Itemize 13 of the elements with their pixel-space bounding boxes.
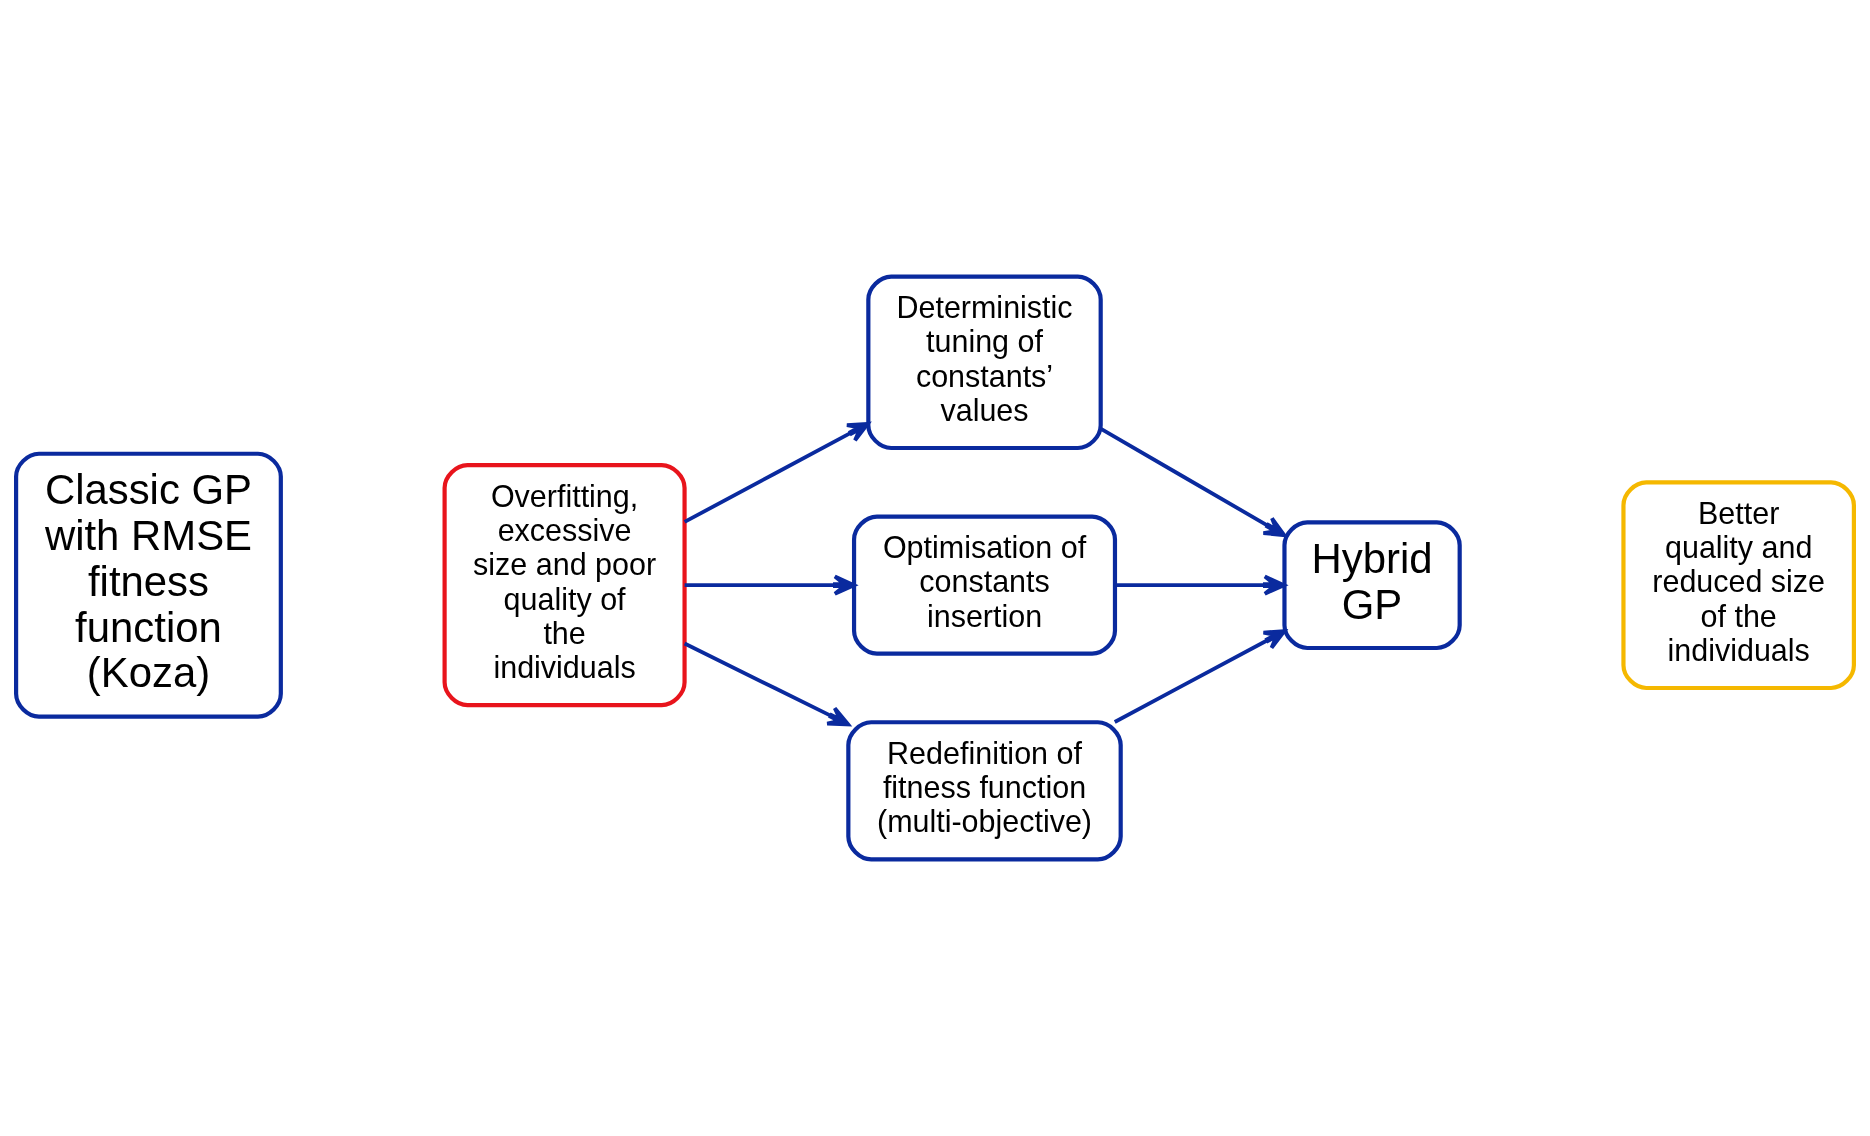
node-box: Overfitting, excessive size and poor quality of the individuals — [442, 463, 687, 708]
node-box: Redefinition of fitness function (multi-objective) — [846, 720, 1123, 862]
arrow — [1113, 629, 1287, 724]
node-box: Hybrid GP — [1282, 520, 1462, 651]
arrow — [1100, 427, 1287, 538]
arrow — [683, 421, 870, 524]
arrow — [684, 574, 856, 596]
node-box: Classic GP with RMSE fitness function (Koza) — [14, 451, 283, 719]
node-box: Deterministic tuning of constants’ values — [866, 274, 1103, 451]
node-box: Better quality and reduced size of the individuals — [1621, 480, 1856, 691]
node-box: Optimisation of constants insertion — [851, 514, 1118, 656]
arrow — [1115, 574, 1286, 596]
arrow — [683, 641, 850, 727]
